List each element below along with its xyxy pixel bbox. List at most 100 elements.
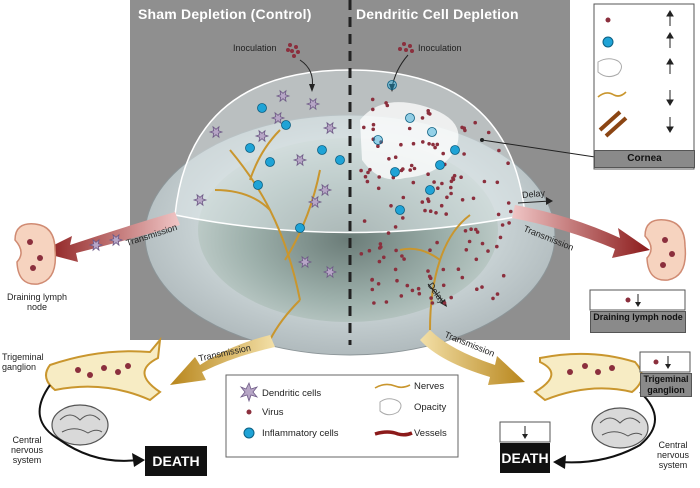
ganglion-key-box [639,351,691,373]
dendritic-cell [275,89,291,103]
virus-dot [434,211,438,215]
virus-dot [449,191,453,196]
nerves-left [214,129,321,341]
arrow-left-lymph [40,212,180,262]
dendritic-cell [270,111,286,125]
key-nerves-icon [597,91,627,98]
virus-dot [376,186,381,191]
virus-dot [475,230,480,234]
virus-dot [495,180,500,185]
virus-dot [401,216,405,220]
dendritic-cell [322,121,338,135]
virus-dot [409,163,414,168]
dendritic-cells [88,89,338,279]
virus-dot [497,148,501,153]
virus-dot [371,127,376,132]
virus-dot [362,125,366,130]
virus-dot [426,269,430,273]
inoculum-right [398,42,414,53]
virus-dot [486,249,490,253]
virus-dot [412,166,417,171]
virus-dot [469,227,473,231]
virus-dot [449,185,453,190]
inflammatory-cell [373,135,383,145]
inflammatory-cell [317,145,327,155]
virus-dot [428,248,432,252]
virus-dot [464,248,469,252]
legend-dendritic-label: Dendritic cells [262,388,322,399]
key-panel [593,3,695,170]
virus-dot [359,252,364,256]
inflammatory-cell [257,103,267,113]
virus-dot [441,283,446,288]
virus-dot [30,265,36,271]
key-inflammatory-icon [602,36,614,48]
virus-dot [669,251,675,257]
ganglion-right [533,352,643,402]
legend-nerves-icon [374,383,411,389]
brain-left [51,404,109,446]
draining-lymph-label-left: Draining lymph node [6,292,68,312]
virus-dot [365,179,370,184]
virus-dot [393,267,398,272]
virus-dot [411,180,416,185]
key-arrows [666,10,674,133]
virus-dot [27,239,33,245]
virus-dot [486,130,491,135]
legend-opacity-label: Opacity [414,402,447,413]
virus-dot [87,372,93,378]
header-sham: Sham Depletion (Control) [138,6,312,22]
virus-dot [474,257,479,262]
virus-dot [407,126,412,131]
virus-dot [496,212,501,217]
death-box-left: DEATH [145,446,207,476]
virus-dot [416,286,421,291]
virus-dot [115,369,121,375]
inflammatory-cell [387,80,397,90]
inflammatory-cell [405,113,415,123]
virus-dot [367,248,372,253]
key-vessels-icon [598,110,628,138]
virus-dot [410,288,415,293]
inoculation-label-right: Inoculation [418,43,462,53]
virus-dot [567,369,573,375]
inflammatory-cell [265,157,275,167]
virus-dot [475,287,479,292]
virus-dot [609,365,615,371]
dendritic-cell [307,195,323,209]
dendritic-cell [254,129,270,143]
virus-dot [384,101,388,105]
virus-dot [474,227,478,232]
virus-dot [372,301,376,305]
virus-dot [501,273,506,278]
virus-dot [370,97,375,102]
inflammatory-cell [390,167,400,177]
virus-dot [445,195,449,200]
virus-dot [435,240,439,245]
legend-virus-icon [246,409,252,415]
virus-dot [363,174,368,179]
virus-dot [439,203,444,208]
virus-dot [444,212,449,216]
death-box-right: DEATH [500,443,550,473]
delay-arrow-lower [427,283,446,305]
arrow-left-ganglion [170,335,275,385]
virus-dot [441,151,446,156]
virus-dot [370,278,374,282]
virus-dot [595,369,601,375]
dendritic-cell [322,265,338,279]
inflammatory-cell [245,143,255,153]
virus-dot [467,239,472,244]
virus-dot [37,255,43,261]
virus-dot [482,179,487,184]
lymph-node-left [14,223,57,285]
virus-dot [495,292,500,296]
legend-virus-label: Virus [262,407,284,418]
virus-dot [480,285,484,289]
virus-dot [376,144,380,148]
virus-dot [431,142,435,147]
legend-box [225,374,459,458]
virus-dot [435,142,440,147]
virus-dot [426,111,431,115]
